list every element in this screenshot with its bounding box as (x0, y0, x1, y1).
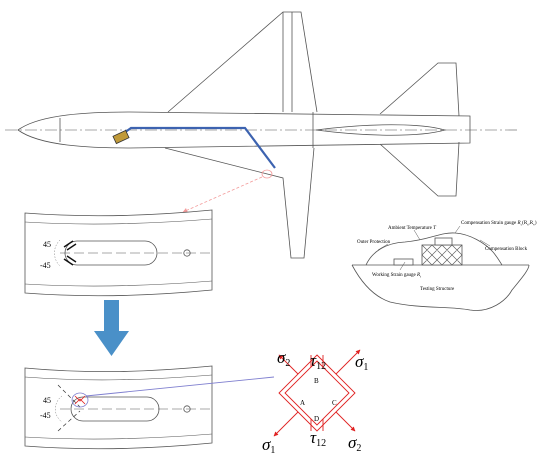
gauge-45 (63, 240, 77, 266)
testing-structure-label: Testing Structure (420, 287, 455, 292)
angle-label-neg: -45 (40, 411, 51, 420)
rosette-label-b: B (314, 377, 319, 385)
working-gauge (393, 258, 414, 266)
compensation-block (421, 244, 463, 266)
sensor-route (112, 126, 276, 213)
leader-lines (377, 225, 491, 271)
tau12-top: τ12 (310, 351, 326, 372)
stress-arrows (273, 349, 361, 437)
rosette-square (278, 354, 356, 432)
compensation-gauge-label: Compensation Strain gauge Rc(Rs,Rv) (461, 221, 537, 227)
detail-panel-top: 45 -45 (24, 209, 213, 297)
aircraft-planform (5, 11, 520, 259)
rosette-label-c: C (332, 399, 337, 407)
angle-label-pos: 45 (43, 240, 51, 249)
ambient-temperature-label: Ambient Temperature T (388, 226, 437, 231)
rosette-location (71, 392, 89, 408)
compensation-gauge (434, 237, 453, 246)
strain-gauge-section: Ambient Temperature T Outer Protection C… (351, 221, 537, 311)
location-leader (182, 176, 263, 213)
sigma1-right: σ1 (355, 352, 368, 373)
location-marker (261, 169, 273, 179)
rosette-label-a: A (300, 399, 305, 407)
tail-outline (379, 62, 460, 197)
angle-label-neg: -45 (40, 261, 51, 270)
sensor-box (112, 129, 130, 145)
angle-label-pos: 45 (43, 396, 51, 405)
stress-rosette: σ2 τ12 σ1 σ1 τ12 σ2 A B C D (262, 348, 368, 456)
tau12-bottom: τ12 (310, 428, 326, 449)
testing-structure (351, 264, 530, 311)
sigma2-top: σ2 (277, 348, 290, 369)
compensation-block-label: Compensation Block (485, 247, 528, 252)
sigma2-bottom: σ2 (348, 433, 361, 454)
wing-outline (164, 11, 318, 259)
detail-panel-bottom: 45 -45 (24, 365, 213, 450)
angle-arc (55, 395, 63, 423)
rosette-label-d: D (314, 415, 319, 423)
zoom-connector (85, 376, 275, 397)
slot-cutout (64, 240, 158, 266)
working-gauge-label: Working Strain gauge Rt (372, 273, 421, 279)
outer-protection-label: Outer Protection (357, 240, 391, 245)
down-arrow (94, 300, 129, 356)
sigma1-bottom: σ1 (262, 435, 275, 456)
